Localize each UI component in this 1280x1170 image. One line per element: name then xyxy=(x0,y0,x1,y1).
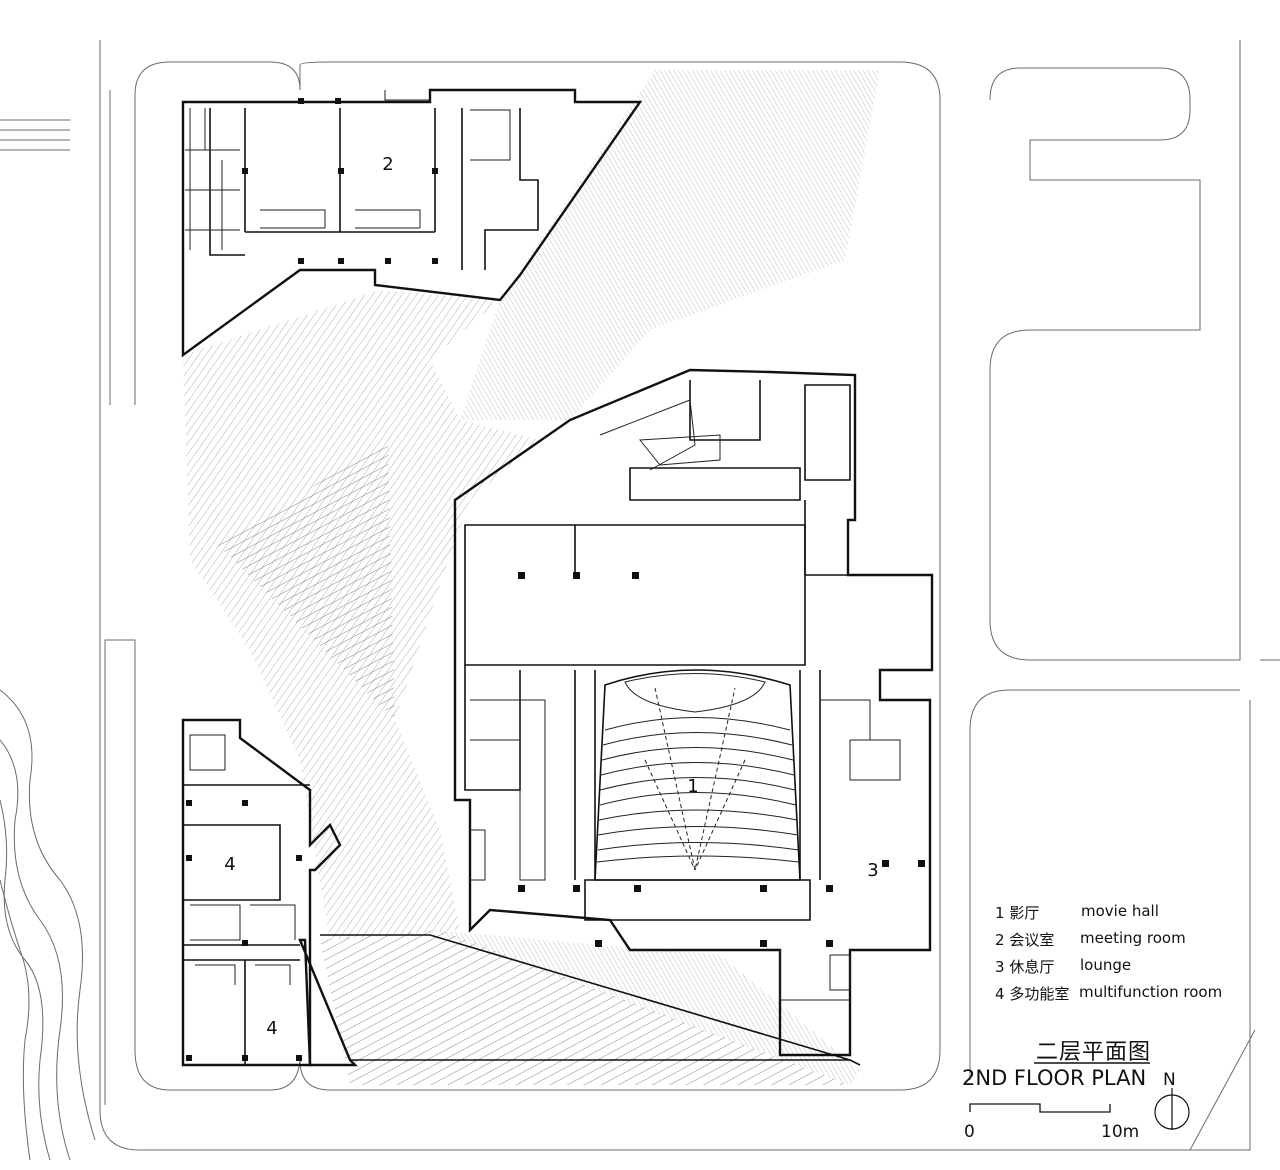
north-arrow-icon xyxy=(1154,1088,1190,1130)
building-center-east xyxy=(453,368,934,1057)
legend-cn: 休息厅 xyxy=(1009,958,1055,976)
room-number-meeting: 2 xyxy=(382,154,393,175)
legend-item-4: 4 多功能室 xyxy=(995,983,1069,1004)
legend-cn: 影厅 xyxy=(1009,904,1040,922)
legend-item-1: 1 影厅 xyxy=(995,902,1039,923)
legend-en-4: multifunction room xyxy=(1079,983,1223,1001)
legend-en-2: meeting room xyxy=(1080,929,1186,947)
room-number-lounge: 3 xyxy=(867,860,878,881)
plan-title-chinese: 二层平面图 xyxy=(1036,1040,1152,1065)
scale-start-label: 0 xyxy=(964,1122,975,1142)
scale-end-label: 10m xyxy=(1101,1122,1140,1142)
room-number-multifunction-lower: 4 xyxy=(266,1018,277,1039)
legend-num: 4 xyxy=(995,985,1005,1003)
legend-num: 2 xyxy=(995,931,1005,949)
legend-num: 3 xyxy=(995,958,1005,976)
scale-bar xyxy=(969,1103,1111,1113)
legend-en-1: movie hall xyxy=(1081,902,1159,920)
room-number-multifunction-upper: 4 xyxy=(224,854,235,875)
legend-item-3: 3 休息厅 xyxy=(995,956,1054,977)
legend-cn: 会议室 xyxy=(1009,931,1055,949)
legend-num: 1 xyxy=(995,904,1005,922)
plan-title-english: 2ND FLOOR PLAN xyxy=(962,1066,1147,1090)
legend-en-3: lounge xyxy=(1080,956,1132,974)
legend-item-2: 2 会议室 xyxy=(995,929,1054,950)
building-south-west xyxy=(181,718,342,1067)
south-bridge xyxy=(298,934,861,1067)
site-context xyxy=(0,40,1280,1161)
plaza-hatch xyxy=(183,70,880,1085)
room-number-movie-hall: 1 xyxy=(687,776,698,797)
north-label: N xyxy=(1163,1070,1176,1090)
movie-hall-seating xyxy=(594,669,801,881)
legend-cn: 多功能室 xyxy=(1009,985,1070,1003)
structural-columns xyxy=(186,98,925,1061)
